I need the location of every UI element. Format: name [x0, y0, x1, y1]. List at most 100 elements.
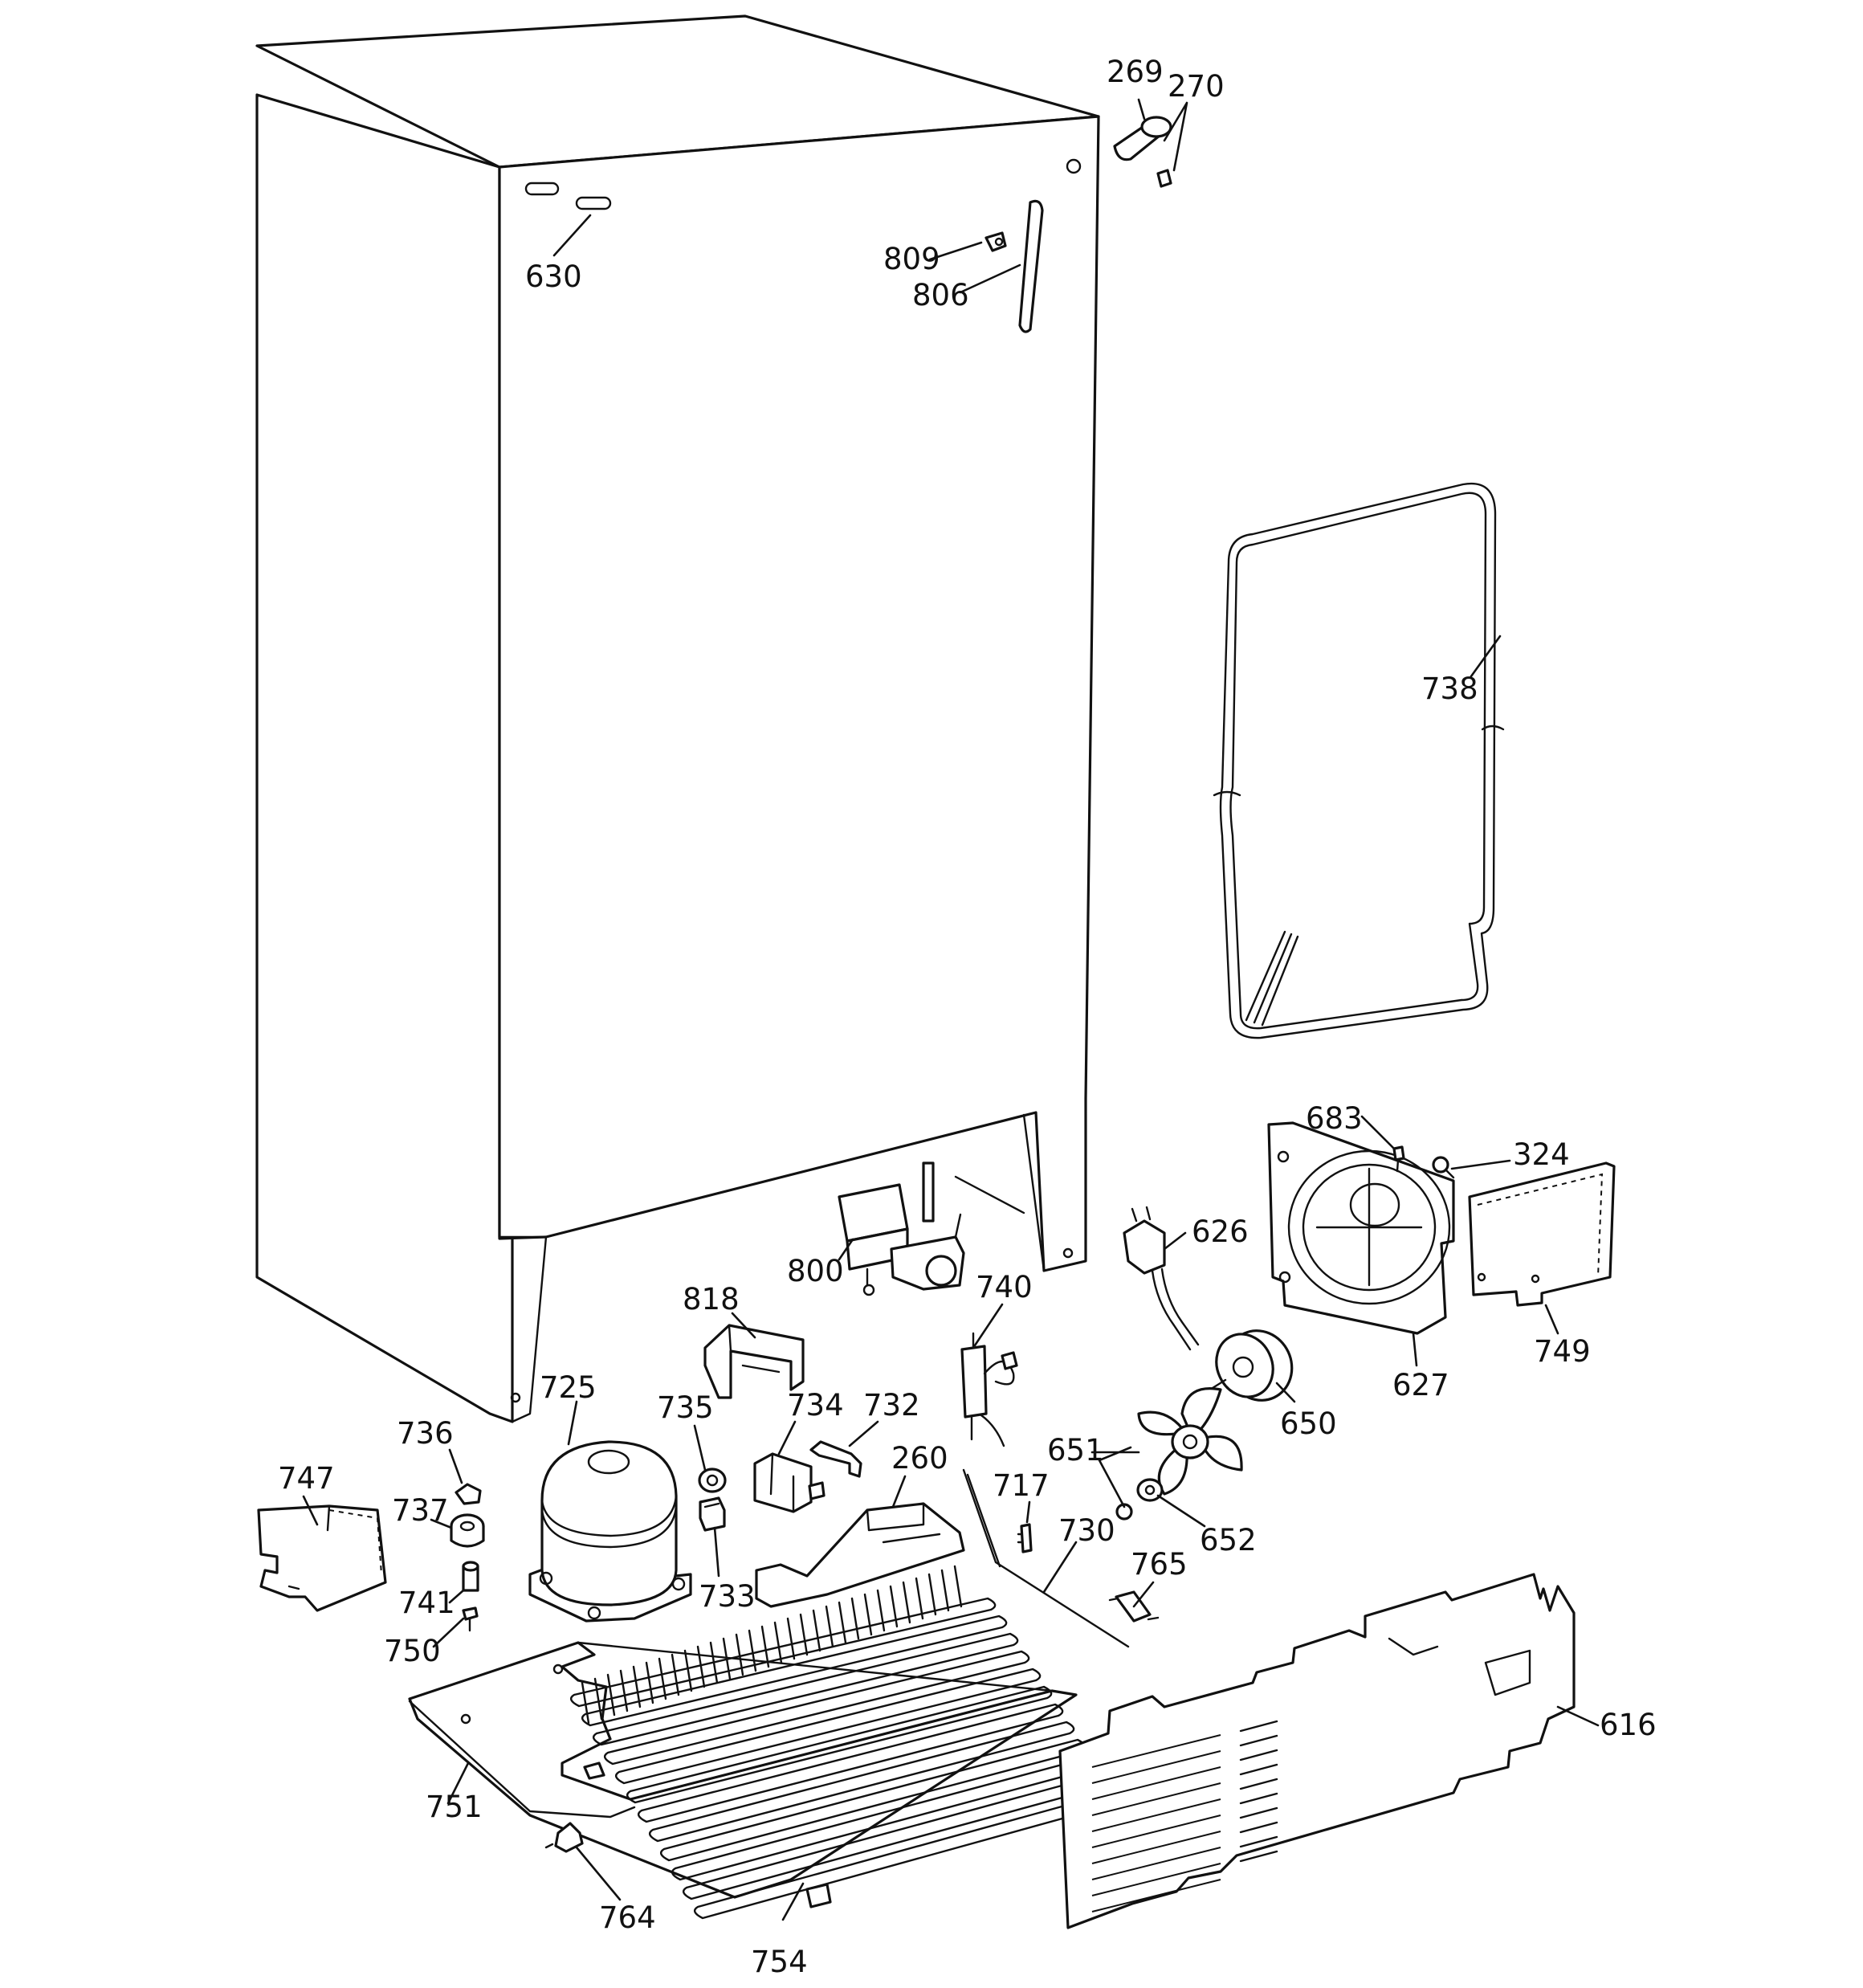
part-806-tube — [1018, 199, 1044, 333]
condenser-fin — [812, 1609, 821, 1652]
part-683-screw — [1392, 1145, 1405, 1173]
condenser-fin — [915, 1577, 924, 1620]
part-809-clip — [984, 231, 1007, 252]
condenser-fin — [658, 1657, 667, 1700]
label-627: 627 — [1392, 1368, 1449, 1402]
condenser-fin — [838, 1601, 847, 1644]
label-683: 683 — [1306, 1101, 1363, 1136]
label-818: 818 — [683, 1282, 740, 1316]
part-627-fan-shroud — [1267, 1121, 1455, 1335]
condenser-fin — [683, 1649, 693, 1692]
part-616-access-panel — [1058, 1573, 1576, 1929]
condenser-fin — [619, 1669, 629, 1712]
panel-vent-slot-small — [1239, 1806, 1278, 1819]
label-740: 740 — [976, 1270, 1033, 1304]
panel-vent-slot-small — [1239, 1835, 1278, 1848]
condenser-fin — [850, 1597, 860, 1640]
condenser-fin — [825, 1605, 834, 1648]
condenser-fin — [632, 1665, 642, 1708]
part-800-water-valve — [838, 1161, 965, 1296]
condenser-fin — [748, 1629, 757, 1672]
condenser-fin — [940, 1569, 950, 1612]
label-270: 270 — [1168, 69, 1225, 104]
part-269-hinge-pin — [1113, 116, 1172, 161]
panel-vent-slot-small — [1239, 1821, 1278, 1834]
condenser-fin — [722, 1637, 732, 1680]
label-806: 806 — [912, 278, 969, 312]
label-324: 324 — [1513, 1137, 1570, 1172]
condenser-fin — [773, 1621, 783, 1664]
condenser-tube — [592, 1632, 1019, 1746]
label-652: 652 — [1200, 1523, 1257, 1557]
label-751: 751 — [426, 1790, 483, 1824]
panel-vents — [1091, 1720, 1278, 1912]
label-626: 626 — [1192, 1214, 1249, 1249]
label-765: 765 — [1131, 1547, 1188, 1582]
condenser-fin — [799, 1613, 809, 1656]
condenser-fin — [593, 1677, 603, 1721]
label-754: 754 — [751, 1945, 808, 1979]
panel-vent-slot — [1091, 1734, 1221, 1768]
label-260: 260 — [891, 1441, 948, 1476]
panel-vent-slot — [1091, 1815, 1221, 1848]
condenser-fin — [696, 1645, 706, 1688]
part-630-plugs — [524, 182, 612, 210]
part-750-bolt — [462, 1606, 479, 1632]
condenser-fin — [876, 1589, 886, 1632]
condenser-fin — [760, 1625, 770, 1668]
condenser-tube — [637, 1703, 1064, 1823]
condenser-fin — [786, 1617, 796, 1660]
part-751-base-pan — [408, 1641, 1078, 1899]
label-741: 741 — [398, 1586, 455, 1620]
condenser-tube — [603, 1650, 1030, 1766]
part-741-sleeve — [462, 1561, 479, 1592]
label-732: 732 — [863, 1388, 920, 1423]
part-652-retainer — [1136, 1478, 1164, 1502]
part-725-compressor — [528, 1440, 692, 1623]
part-737-grommet — [450, 1513, 485, 1548]
label-734: 734 — [787, 1388, 844, 1423]
label-800: 800 — [787, 1254, 844, 1288]
label-717: 717 — [993, 1468, 1050, 1503]
panel-vent-slot — [1091, 1863, 1221, 1896]
part-736-clip — [455, 1483, 482, 1505]
label-269: 269 — [1107, 55, 1164, 89]
label-735: 735 — [657, 1390, 714, 1425]
label-736: 736 — [397, 1416, 454, 1451]
label-650: 650 — [1280, 1406, 1337, 1441]
panel-vent-slot-small — [1239, 1792, 1278, 1805]
condenser-tube — [569, 1597, 997, 1708]
label-747: 747 — [278, 1461, 335, 1496]
label-764: 764 — [599, 1900, 656, 1935]
panel-vent-slot — [1091, 1782, 1221, 1816]
part-735-grommet — [698, 1468, 727, 1493]
label-733: 733 — [699, 1579, 756, 1614]
condenser-fin — [927, 1573, 937, 1616]
panel-vent-slot — [1091, 1879, 1221, 1912]
condenser-tube — [581, 1614, 1008, 1727]
part-749-cover — [1468, 1161, 1616, 1307]
part-740-capacitor — [960, 1332, 1018, 1447]
part-734-relay — [753, 1452, 826, 1513]
label-651: 651 — [1047, 1433, 1104, 1468]
condenser-fin — [671, 1653, 680, 1696]
panel-vent-slot-small — [1239, 1734, 1278, 1747]
condenser-fin — [581, 1681, 590, 1725]
condenser-fin — [863, 1593, 873, 1636]
label-737: 737 — [392, 1493, 449, 1528]
panel-vent-slot-small — [1239, 1850, 1278, 1863]
part-626-power-cord — [1123, 1206, 1200, 1351]
panel-vent-slot-small — [1239, 1749, 1278, 1761]
panel-vent-slot — [1091, 1750, 1221, 1784]
label-750: 750 — [384, 1634, 441, 1668]
panel-vent-slot — [1091, 1798, 1221, 1832]
part-650-fan-motor — [1211, 1329, 1294, 1402]
panel-vent-slot-small — [1239, 1778, 1278, 1790]
label-809: 809 — [883, 242, 940, 276]
part-747-cover — [257, 1504, 387, 1612]
refrigerator-cabinet — [255, 14, 1100, 1423]
leader-lines — [302, 98, 1600, 1921]
condenser-fin — [953, 1565, 963, 1608]
label-616: 616 — [1600, 1708, 1657, 1742]
